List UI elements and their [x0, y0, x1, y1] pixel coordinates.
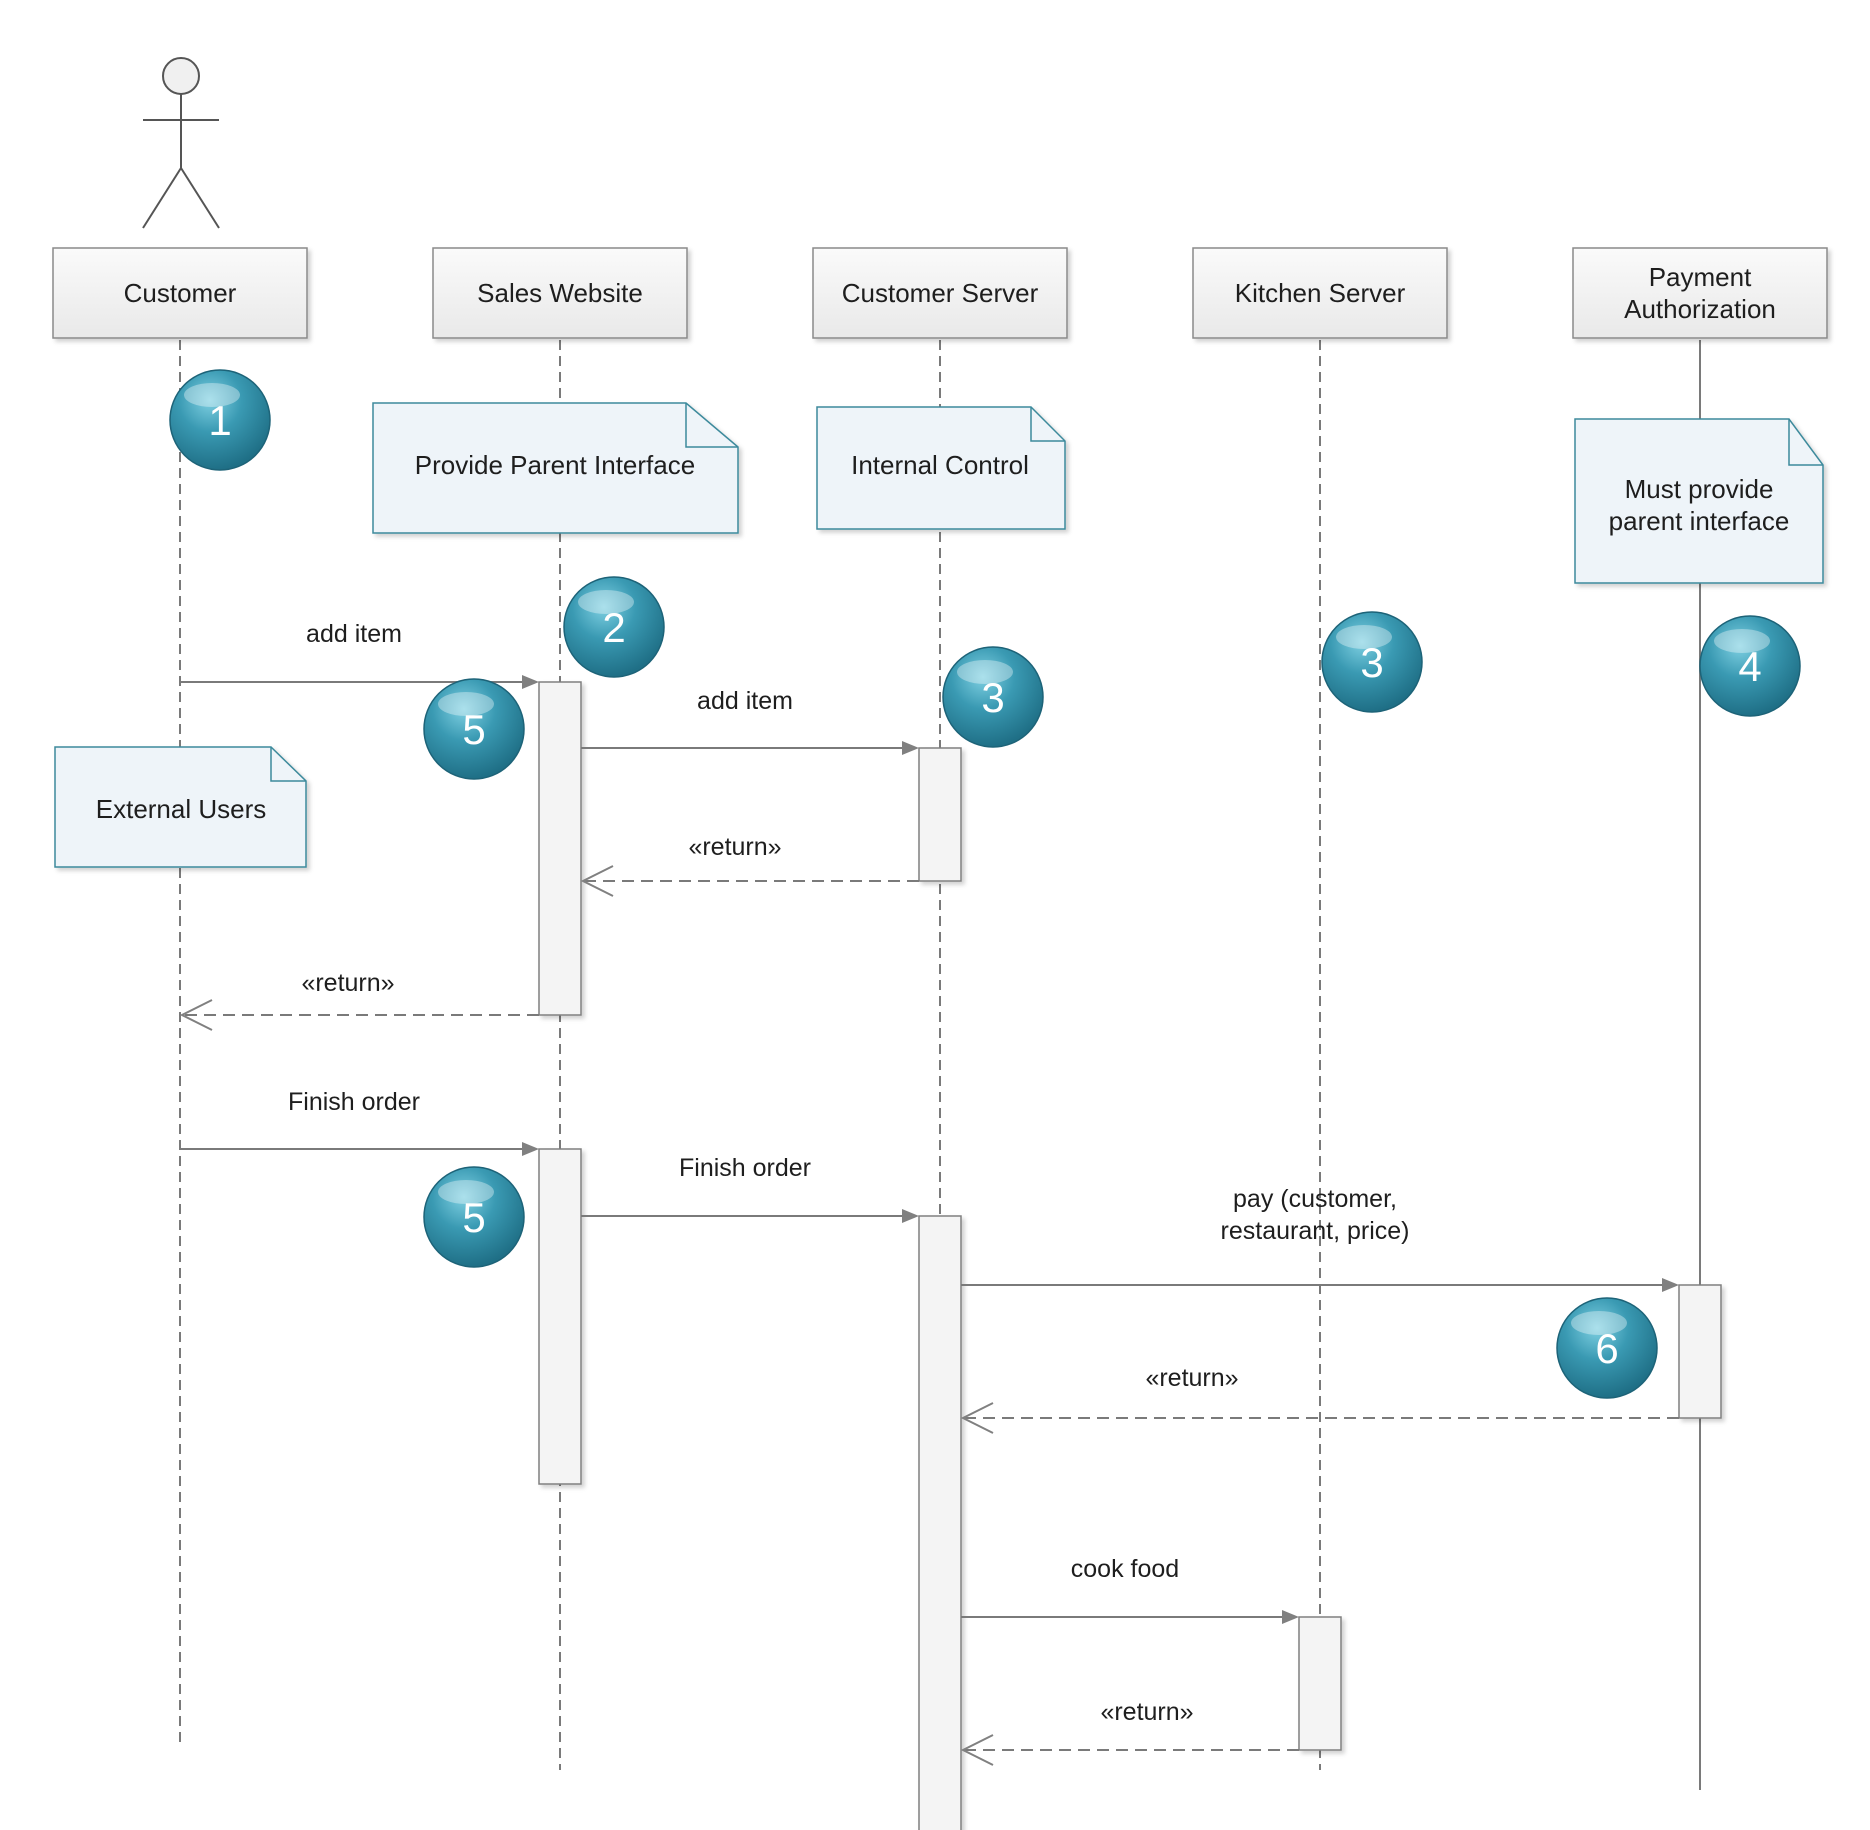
text-line: parent interface — [1609, 506, 1790, 536]
lifeline-head-kitchen[interactable]: Kitchen Server — [1192, 247, 1448, 339]
message-return: «return» — [960, 1364, 1679, 1434]
message-add-item: add item — [581, 687, 919, 755]
text-line: Authorization — [1624, 294, 1776, 324]
lifeline-label: Customer — [124, 278, 237, 308]
badge-number: 2 — [602, 604, 625, 651]
lifeline-label: Sales Website — [477, 278, 643, 308]
badge-number: 5 — [462, 1194, 485, 1241]
message-return: «return» — [960, 1698, 1299, 1766]
number-badge: 6 — [1556, 1297, 1658, 1399]
number-badge: 1 — [169, 369, 271, 471]
text-line: pay (customer, — [1233, 1185, 1397, 1213]
note-text: Provide Parent Interface — [415, 450, 695, 480]
lifeline-label: Kitchen Server — [1235, 278, 1406, 308]
lifeline-label: Customer Server — [842, 278, 1039, 308]
lifeline-head-customer-server[interactable]: Customer Server — [812, 247, 1068, 339]
message-label-multiline: pay (customer, restaurant, price) — [1221, 1185, 1410, 1245]
number-badge: 5 — [423, 1166, 525, 1268]
lifeline-head-sales[interactable]: Sales Website — [432, 247, 688, 339]
note-text: Internal Control — [851, 450, 1029, 480]
message-label: «return» — [1145, 1364, 1238, 1392]
note-provide-parent-interface: Provide Parent Interface — [372, 402, 739, 534]
note-external-users: External Users — [54, 746, 307, 868]
badge-number: 3 — [1360, 639, 1383, 686]
text-line: Payment — [1649, 262, 1752, 292]
message-cook-food: cook food — [961, 1555, 1299, 1624]
text-line: Must provide — [1625, 474, 1774, 504]
message-label: Finish order — [288, 1088, 420, 1116]
number-badge: 3 — [1321, 611, 1423, 713]
activation-bar — [1678, 1284, 1722, 1419]
message-return: «return» — [179, 969, 539, 1031]
number-badge: 2 — [563, 576, 665, 678]
message-label: cook food — [1071, 1555, 1179, 1583]
message-add-item: add item — [180, 620, 539, 689]
text-line: restaurant, price) — [1221, 1217, 1410, 1245]
note-text: External Users — [96, 794, 267, 824]
badge-number: 6 — [1595, 1325, 1618, 1372]
number-badge: 5 — [423, 678, 525, 780]
activation-bar — [538, 1148, 582, 1485]
activation-bar — [1298, 1616, 1342, 1751]
number-badge: 4 — [1699, 615, 1801, 717]
number-badge: 3 — [942, 646, 1044, 748]
activation-bar — [918, 1215, 962, 1830]
note-internal-control: Internal Control — [816, 406, 1066, 530]
message-pay: pay (customer, restaurant, price) — [961, 1185, 1679, 1292]
message-label: Finish order — [679, 1154, 811, 1182]
message-label: «return» — [1100, 1698, 1193, 1726]
activation-bar — [538, 681, 582, 1016]
message-return: «return» — [580, 833, 919, 897]
badge-number: 5 — [462, 706, 485, 753]
stick-figure-icon — [142, 57, 220, 229]
message-label: «return» — [301, 969, 394, 997]
message-label: add item — [306, 620, 402, 648]
badge-number: 1 — [208, 397, 231, 444]
message-label: add item — [697, 687, 793, 715]
badge-number: 3 — [981, 674, 1004, 721]
activation-bar — [918, 747, 962, 882]
message-label: «return» — [688, 833, 781, 861]
message-finish-order: Finish order — [581, 1154, 919, 1223]
message-finish-order: Finish order — [180, 1088, 539, 1156]
lifeline-head-customer[interactable]: Customer — [52, 247, 308, 339]
badge-number: 4 — [1738, 643, 1761, 690]
